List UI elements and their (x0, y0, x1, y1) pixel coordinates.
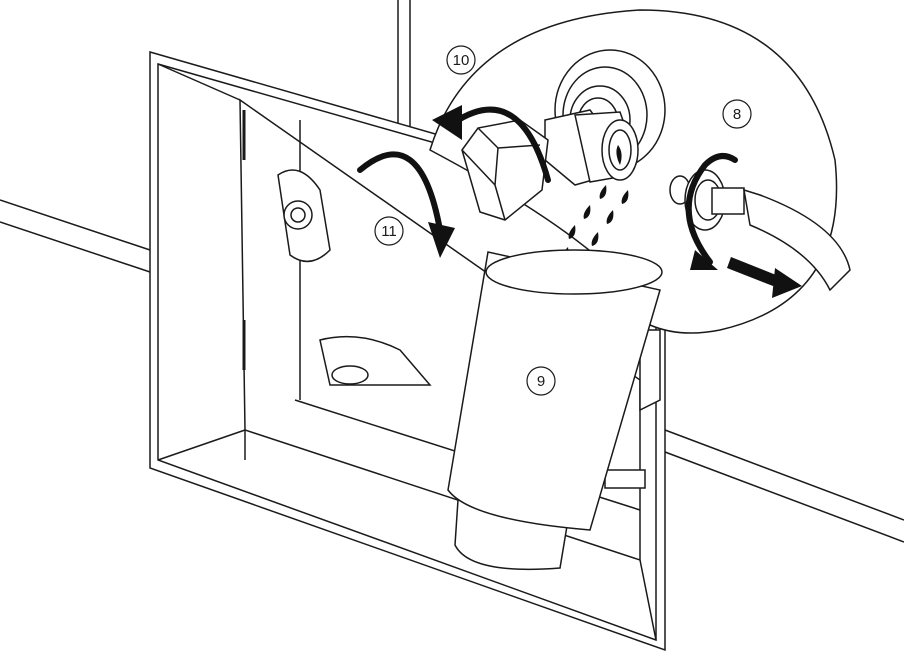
step-label-9: 9 (527, 367, 555, 395)
step-label-10: 10 (447, 46, 475, 74)
svg-text:10: 10 (453, 52, 470, 69)
step-label-8: 8 (723, 100, 751, 128)
svg-text:8: 8 (733, 106, 741, 123)
svg-text:11: 11 (381, 223, 397, 240)
svg-text:9: 9 (537, 373, 545, 390)
step-label-11: 11 (375, 217, 403, 245)
